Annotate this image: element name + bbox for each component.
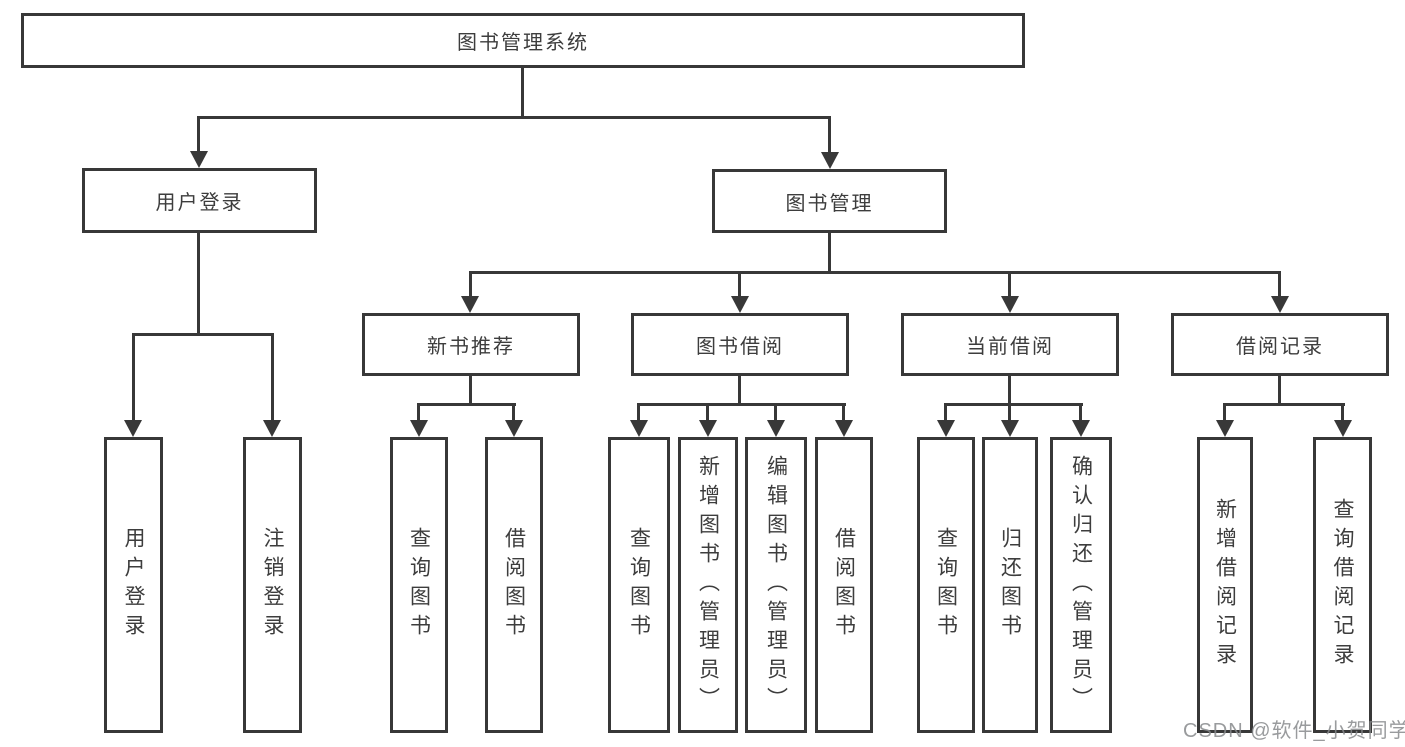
connector-drop-record-leaf1 [1223,403,1226,423]
leaf-borrow-edit-books-admin-label: 编辑图书（管理员） [764,454,788,716]
node-new-book-recommend-label: 新书推荐 [427,336,515,358]
leaf-user-login-label: 用户登录 [122,527,145,643]
connector-newbook-bar [417,403,516,406]
leaf-current-confirm-return-admin: 确认归还（管理员） [1050,437,1112,733]
arrowhead-login-leaf2-icon [263,420,281,437]
leaf-borrow-edit-books-admin: 编辑图书（管理员） [745,437,807,733]
node-user-login: 用户登录 [82,168,317,233]
arrowhead-current-icon [1001,296,1019,313]
leaf-current-confirm-return-admin-label: 确认归还（管理员） [1069,454,1093,716]
connector-borrow-bar [637,403,846,406]
connector-drop-borrow-leaf2 [706,403,709,423]
connector-login-bar [132,333,274,336]
connector-drop-manage [828,116,831,156]
connector-drop-login-leaf1 [132,333,135,421]
leaf-newbook-query-books-label: 查询图书 [407,527,431,643]
arrowhead-login-leaf1-icon [124,420,142,437]
arrowhead-record-leaf1-icon [1216,420,1234,437]
connector-drop-borrow [738,271,741,298]
leaf-newbook-borrow-books-label: 借阅图书 [502,527,526,643]
connector-newbook-stem [469,376,472,406]
arrowhead-borrow-leaf3-icon [767,420,785,437]
connector-drop-newbook [469,271,472,298]
csdn-watermark: CSDN @软件_小贺同学 [1183,720,1405,742]
connector-manage-stem [828,233,831,274]
connector-drop-current-leaf1 [944,403,947,423]
node-root: 图书管理系统 [21,13,1025,68]
connector-drop-newbook-leaf1 [417,403,420,423]
leaf-record-query-borrow-record-label: 查询借阅记录 [1331,498,1354,672]
connector-current-bar [944,403,1083,406]
arrowhead-login-icon [190,151,208,168]
node-book-management: 图书管理 [712,169,947,233]
leaf-borrow-add-books-admin: 新增图书（管理员） [678,437,738,733]
leaf-borrow-query-books-label: 查询图书 [627,527,651,643]
arrowhead-borrow-icon [731,296,749,313]
connector-drop-borrow-leaf4 [842,403,845,423]
arrowhead-record-icon [1271,296,1289,313]
connector-root-stem [521,68,524,118]
node-borrow-record-label: 借阅记录 [1236,336,1324,358]
connector-drop-current [1008,271,1011,298]
node-root-label: 图书管理系统 [457,32,589,54]
arrowhead-record-leaf2-icon [1334,420,1352,437]
connector-drop-current-leaf3 [1079,403,1082,423]
arrowhead-newbook-leaf1-icon [410,420,428,437]
leaf-newbook-borrow-books: 借阅图书 [485,437,543,733]
leaf-current-return-books-label: 归还图书 [998,527,1022,643]
connector-drop-record [1278,271,1281,298]
connector-login-stem [197,233,200,335]
leaf-record-add-borrow-record-label: 新增借阅记录 [1213,498,1237,672]
connector-borrow-stem [738,376,741,406]
leaf-current-return-books: 归还图书 [982,437,1038,733]
node-book-borrow: 图书借阅 [631,313,849,376]
node-current-borrow: 当前借阅 [901,313,1119,376]
leaf-user-login: 用户登录 [104,437,163,733]
arrowhead-current-leaf1-icon [937,420,955,437]
connector-drop-login [197,116,200,156]
leaf-borrow-add-books-admin-label: 新增图书（管理员） [696,454,720,716]
node-book-borrow-label: 图书借阅 [696,336,784,358]
connector-level2-bar [197,116,831,119]
arrowhead-borrow-leaf1-icon [630,420,648,437]
leaf-borrow-borrow-books: 借阅图书 [815,437,873,733]
connector-level3-bar [469,271,1281,274]
node-current-borrow-label: 当前借阅 [966,336,1054,358]
node-user-login-label: 用户登录 [155,192,244,214]
arrowhead-manage-icon [821,152,839,169]
leaf-current-query-books: 查询图书 [917,437,975,733]
arrowhead-borrow-leaf4-icon [835,420,853,437]
connector-drop-current-leaf2 [1008,403,1011,423]
connector-drop-login-leaf2 [271,333,274,421]
arrowhead-newbook-icon [461,296,479,313]
arrowhead-current-leaf3-icon [1072,420,1090,437]
leaf-record-query-borrow-record: 查询借阅记录 [1313,437,1372,733]
node-book-management-label: 图书管理 [785,192,874,215]
leaf-newbook-query-books: 查询图书 [390,437,448,733]
arrowhead-newbook-leaf2-icon [505,420,523,437]
connector-drop-borrow-leaf1 [637,403,640,423]
leaf-record-add-borrow-record: 新增借阅记录 [1197,437,1253,733]
connector-drop-newbook-leaf2 [512,403,515,423]
connector-current-stem [1008,376,1011,406]
leaf-borrow-query-books: 查询图书 [608,437,670,733]
leaf-logout: 注销登录 [243,437,302,733]
leaf-current-query-books-label: 查询图书 [934,527,958,643]
connector-drop-borrow-leaf3 [774,403,777,423]
node-new-book-recommend: 新书推荐 [362,313,580,376]
leaf-logout-label: 注销登录 [261,527,284,643]
arrowhead-borrow-leaf2-icon [699,420,717,437]
leaf-borrow-borrow-books-label: 借阅图书 [832,527,856,643]
node-borrow-record: 借阅记录 [1171,313,1389,376]
arrowhead-current-leaf2-icon [1001,420,1019,437]
connector-record-bar [1223,403,1345,406]
connector-record-stem [1278,376,1281,406]
connector-drop-record-leaf2 [1341,403,1344,423]
